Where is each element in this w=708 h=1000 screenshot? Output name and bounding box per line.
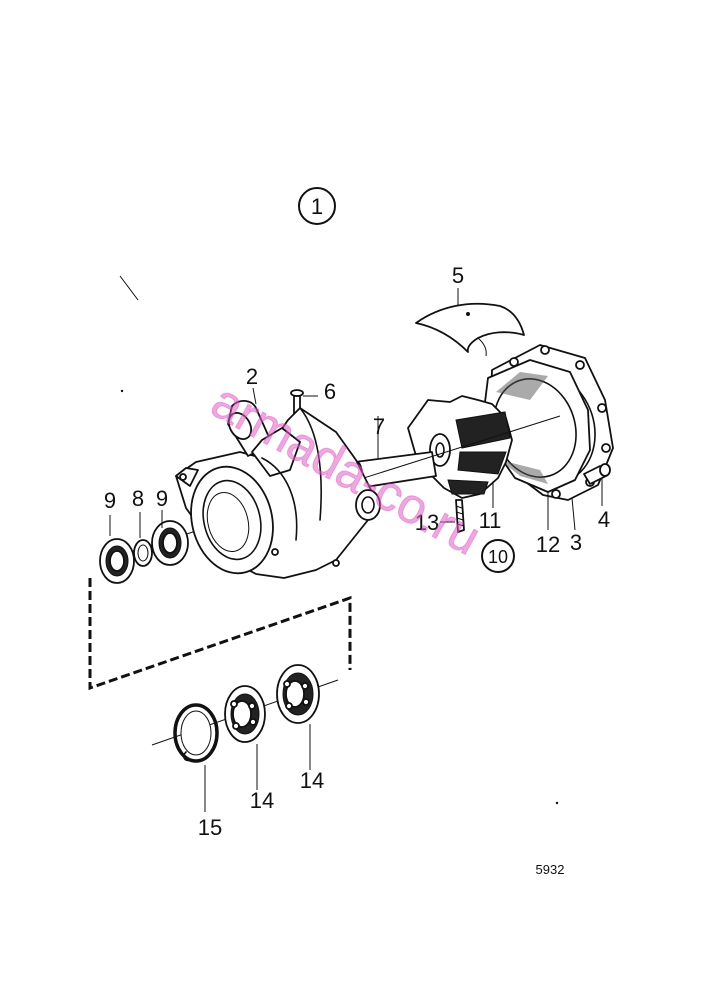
stray-dot	[555, 801, 559, 805]
sub-assembly-callout-number: 10	[488, 547, 508, 567]
label-part-2: 2	[246, 364, 258, 389]
sub-assembly-callout: 10	[481, 539, 515, 573]
assembly-callout: 1	[298, 187, 336, 225]
label-part-14-front: 14	[250, 788, 274, 813]
label-part-14-rear: 14	[300, 768, 324, 793]
part-9-seal-left	[99, 515, 135, 584]
pump-housing	[175, 400, 381, 579]
label-part-8: 8	[132, 486, 144, 511]
part-4-bolt	[583, 463, 611, 506]
label-part-12: 12	[536, 532, 560, 557]
part-8-ring	[133, 512, 153, 567]
label-part-9-right: 9	[156, 486, 168, 511]
drawing-number: 5932	[536, 862, 565, 877]
part-5-cam-plate	[415, 288, 525, 357]
label-part-7: 7	[373, 414, 385, 439]
leader-lines	[252, 387, 576, 531]
label-part-5: 5	[452, 263, 464, 288]
part-13-screw	[455, 499, 465, 533]
part-15-circlip	[173, 703, 219, 812]
part-14-bearing-front	[224, 685, 266, 790]
label-part-9-left: 9	[104, 488, 116, 513]
label-part-4: 4	[598, 507, 610, 532]
label-part-11: 11	[479, 508, 502, 533]
stray-dot	[120, 389, 124, 393]
part-9-seal-right	[151, 510, 189, 566]
label-part-15: 15	[198, 815, 222, 840]
part-14-bearing-rear	[276, 664, 320, 770]
dashed-bracket	[88, 578, 352, 691]
part-12-gasket	[483, 359, 591, 493]
label-part-3: 3	[570, 530, 582, 555]
label-part-6: 6	[324, 379, 336, 404]
assembly-callout-number: 1	[311, 194, 323, 219]
label-part-13: 13	[415, 510, 439, 535]
stray-mark	[119, 275, 139, 301]
